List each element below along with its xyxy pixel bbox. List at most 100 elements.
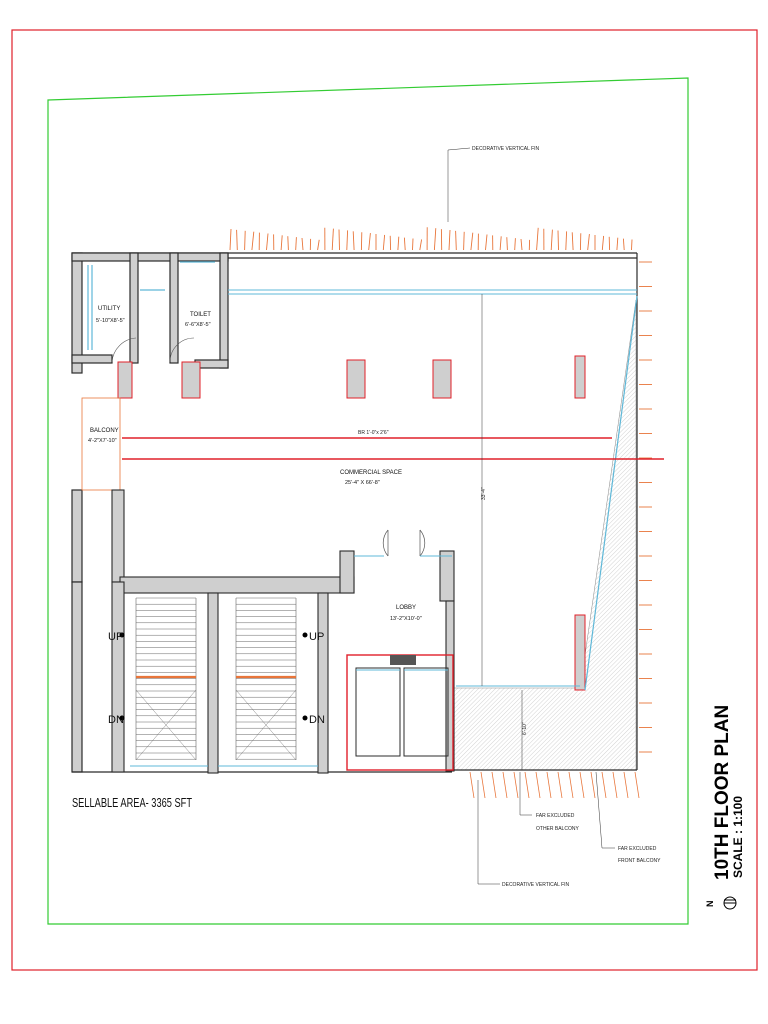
right-diagonal-glazing	[584, 295, 638, 691]
fin	[546, 771, 552, 799]
fin	[514, 238, 516, 251]
stair-left	[135, 597, 197, 761]
lobby-label: LOBBY	[396, 605, 416, 611]
stair-up-left-dot	[119, 632, 125, 638]
top-vertical-fins	[229, 227, 633, 251]
leader-far-front	[595, 771, 615, 849]
plot-boundary	[47, 77, 689, 925]
fin	[287, 236, 289, 251]
fin	[403, 237, 406, 251]
north-arrow-icon	[723, 896, 737, 910]
stair-break	[235, 689, 297, 761]
fin	[612, 771, 618, 799]
commercial-size: 25'-4" X 66'-8"	[345, 480, 380, 486]
utility-window	[87, 261, 215, 350]
commercial-label: COMMERCIAL SPACE	[340, 470, 402, 476]
sellable-area: SELLABLE AREA- 3365 SFT	[72, 795, 192, 810]
fin	[317, 239, 320, 251]
fin	[352, 231, 355, 251]
toilet-size: 6'-6"X8'-5"	[185, 322, 211, 328]
balcony-dimension: 6'-10"	[522, 722, 528, 735]
utility-door-arc	[111, 337, 137, 363]
stair-dn-right: DN	[309, 714, 325, 726]
fin	[448, 229, 451, 251]
outer-walls	[71, 252, 638, 773]
stair-break	[135, 689, 197, 761]
fin	[579, 771, 585, 799]
leader-far-other	[519, 772, 532, 816]
leader-fin-top	[447, 147, 471, 222]
fin	[485, 234, 488, 251]
fin	[513, 771, 519, 799]
fin	[565, 231, 568, 251]
fin	[601, 235, 605, 251]
stair-dn-left: DN	[108, 714, 124, 726]
front-balcony-hatch	[451, 299, 637, 771]
utility-toilet-block	[71, 252, 229, 369]
core-walls	[111, 489, 455, 774]
stair-up-left: UP	[108, 631, 123, 643]
balcony-label: BALCONY	[90, 428, 119, 434]
fin	[571, 232, 574, 251]
fin	[616, 237, 619, 251]
fin	[455, 230, 457, 251]
stair-dn-right-dot	[302, 715, 308, 721]
drawing-title: 10TH FLOOR PLAN	[712, 705, 733, 880]
vertical-dimension: 33'-4"	[481, 487, 487, 500]
fin	[280, 235, 283, 251]
fin	[524, 771, 530, 799]
fin	[480, 771, 486, 799]
balcony-size: 4'-2"X7'-10"	[88, 438, 117, 444]
fin	[634, 771, 640, 799]
fin	[236, 229, 238, 251]
fin	[622, 238, 625, 251]
fin	[244, 230, 246, 251]
sheet-border	[11, 29, 758, 971]
utility-size: 5'-10"X8'-5"	[96, 318, 125, 324]
fin	[412, 238, 414, 251]
fin	[266, 233, 269, 251]
leader-fin-bottom	[477, 780, 500, 885]
fin	[535, 771, 541, 799]
far-other-line2: OTHER BALCONY	[536, 826, 579, 832]
fin	[568, 771, 574, 799]
stair-up-right: UP	[309, 631, 324, 643]
fin	[520, 238, 523, 251]
toilet-door-arc	[169, 337, 195, 363]
fin	[346, 230, 349, 251]
fin	[433, 228, 437, 251]
fin	[301, 237, 304, 251]
columns	[117, 355, 586, 691]
fin	[506, 237, 508, 251]
fin	[557, 230, 559, 251]
fin	[331, 228, 334, 251]
lift-shaft	[346, 654, 454, 771]
beam-tag: BR 1'-0"x 2'6"	[358, 430, 389, 436]
fin	[295, 237, 297, 251]
toilet-label: TOILET	[190, 312, 211, 318]
fin	[229, 228, 232, 251]
fin	[382, 234, 386, 251]
far-other-line1: FAR EXCLUDED	[536, 813, 575, 819]
stair-up-right-dot	[302, 632, 308, 638]
fin	[623, 771, 629, 799]
fin	[590, 771, 596, 799]
fin	[601, 771, 607, 799]
balcony-left	[81, 397, 121, 491]
far-front-line2: FRONT BALCONY	[618, 858, 661, 864]
fin	[469, 771, 475, 799]
far-front-line1: FAR EXCLUDED	[618, 846, 657, 852]
fin	[470, 232, 474, 251]
lobby-windows	[354, 555, 580, 687]
top-window-strip	[228, 289, 637, 295]
bottom-vertical-fins	[469, 771, 640, 799]
fin	[368, 233, 371, 251]
lobby-door	[382, 529, 426, 557]
stair-right	[235, 597, 297, 761]
beams	[122, 437, 664, 460]
right-vertical-fins	[639, 261, 652, 753]
fin	[491, 771, 497, 799]
fin	[587, 234, 590, 251]
fin	[463, 231, 465, 251]
